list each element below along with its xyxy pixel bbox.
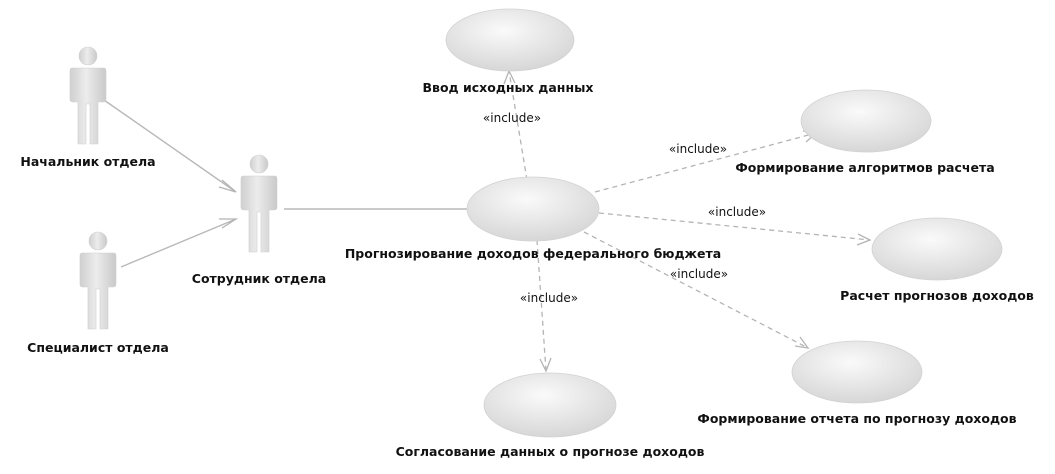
generalization-specialist-to-employee: [120, 218, 237, 268]
include-label-calc: «include»: [708, 205, 766, 219]
include-line-calc: [598, 212, 871, 241]
usecase-approval-label: Согласование данных о прогнозе доходов: [396, 444, 705, 459]
include-arrowhead-report: [794, 336, 810, 349]
actor-specialist[interactable]: [79, 231, 117, 330]
include-line-report: [583, 231, 809, 349]
actor-specialist-label: Специалист отдела: [27, 340, 169, 355]
include-label-report: «include»: [670, 267, 728, 281]
usecase-input-label: Ввод исходных данных: [423, 80, 594, 95]
generalization-specialist-arrowhead: [219, 218, 239, 229]
include-arrowhead-calc: [856, 233, 872, 246]
usecase-input[interactable]: [445, 8, 575, 72]
usecase-algorithms[interactable]: [800, 89, 932, 153]
include-line-approval: [536, 239, 547, 372]
usecase-algorithms-label: Формирование алгоритмов расчета: [735, 160, 994, 175]
actor-head[interactable]: [69, 46, 107, 145]
include-arrowhead-approval: [539, 357, 552, 373]
usecase-report-label: Формирование отчета по прогнозу доходов: [697, 411, 1016, 426]
usecase-report[interactable]: [791, 340, 923, 404]
usecase-calc-label: Расчет прогнозов доходов: [840, 288, 1034, 303]
generalization-head-arrowhead: [218, 179, 237, 193]
generalization-head-to-employee: [103, 99, 237, 193]
include-label-approval: «include»: [520, 291, 578, 305]
include-line-input: [508, 70, 528, 181]
actor-employee-label: Сотрудник отдела: [192, 271, 326, 286]
usecase-approval[interactable]: [483, 372, 617, 438]
actor-head-label: Начальник отдела: [20, 154, 155, 169]
include-label-input: «include»: [483, 111, 541, 125]
include-label-algorithms: «include»: [669, 142, 727, 156]
usecase-main[interactable]: [466, 176, 600, 242]
actor-employee[interactable]: [240, 154, 278, 253]
usecase-calc[interactable]: [871, 217, 1003, 281]
include-line-algorithms: [594, 132, 817, 193]
usecase-main-label: Прогнозирование доходов федерального бюд…: [345, 246, 721, 261]
